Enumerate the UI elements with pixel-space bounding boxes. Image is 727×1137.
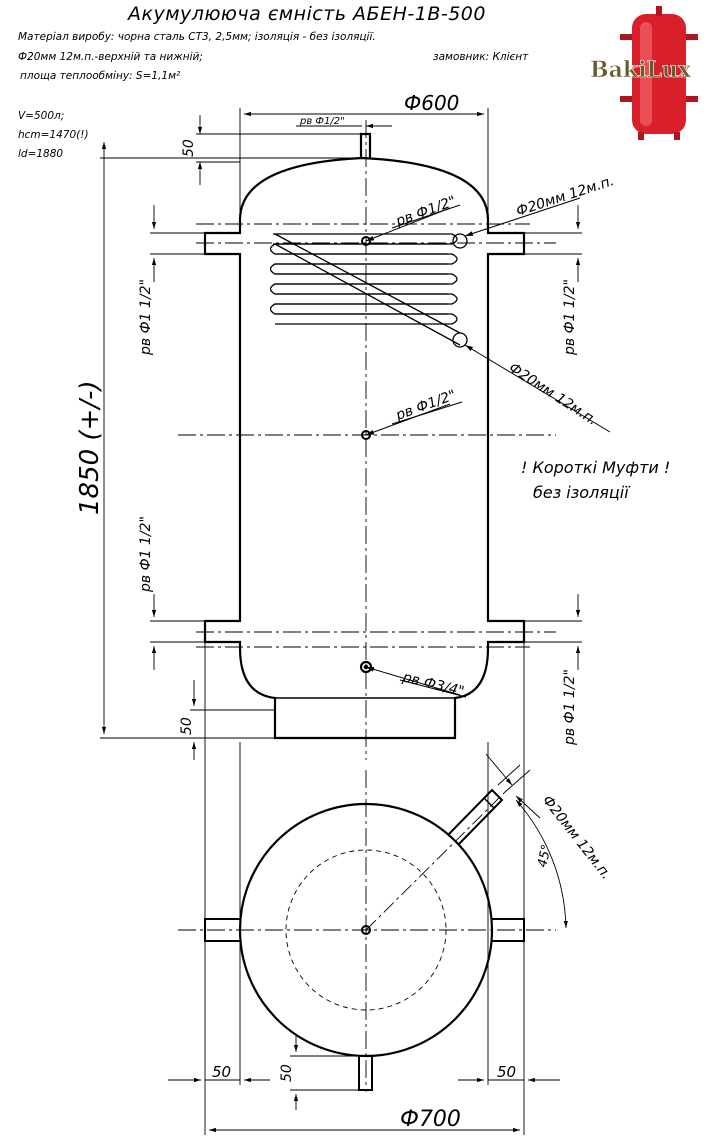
tank-plan-view <box>168 642 569 1135</box>
area-line: площа теплообміну: S=1,1м² <box>20 70 181 82</box>
plan-center-marker <box>361 925 371 935</box>
customer-line: замовник: Клієнт <box>433 51 529 63</box>
dim-base <box>190 680 275 760</box>
logo-text: BakiLux <box>590 57 692 83</box>
dim-right-nozzles <box>524 205 582 670</box>
label-left-upper: рв Ф1 1/2" <box>138 279 154 356</box>
label-left-lower: рв Ф1 1/2" <box>138 516 154 593</box>
plan-coil-circle <box>285 849 447 1011</box>
label-right-upper: рв Ф1 1/2" <box>562 279 578 356</box>
label-coil-inlet: рв Ф1/2" <box>393 193 458 230</box>
label-height: 1850 (+/-) <box>75 380 105 515</box>
ld-spec: ld=1880 <box>18 148 64 160</box>
leader-lines <box>365 197 611 698</box>
logo-top-pipe <box>656 6 662 16</box>
material-line: Матеріал виробу: чорна сталь СТ3, 2,5мм;… <box>18 31 376 43</box>
dim-left-nozzles <box>150 205 205 670</box>
heat-exchanger-coil <box>269 233 468 348</box>
logo-foot-right <box>674 132 680 140</box>
tank-elevation <box>100 108 611 1092</box>
label-right-offset: 50 <box>497 1063 516 1081</box>
dim-plan-bottom-nozzle <box>290 1035 358 1110</box>
note-short-couplings: ! Короткі Муфти ! <box>521 458 671 477</box>
label-angle: 45° <box>535 843 554 869</box>
angle-arc <box>515 799 569 929</box>
drawing-title: Акумулююча ємність АБЕН-1В-500 <box>128 3 486 25</box>
label-bottom-nozzle-dim: 50 <box>279 1064 295 1082</box>
dim-top-nozzle <box>196 115 360 185</box>
dim-body-diameter <box>239 108 489 220</box>
logo-nozzle-left-1 <box>620 34 632 40</box>
plan-angled-tube <box>447 788 504 846</box>
top-nozzle <box>359 132 372 158</box>
plan-bottom-nozzle <box>358 1056 373 1091</box>
label-left-offset: 50 <box>212 1063 231 1081</box>
dimension-labels: 1850 (+/-) Ф600 Ф700 50 50 50 50 50 45° … <box>75 91 616 1132</box>
label-right-lower: рв Ф1 1/2" <box>562 669 578 746</box>
plan-extension-lines <box>204 642 525 1135</box>
logo-nozzle-left-2 <box>620 96 632 102</box>
logo-nozzle-right-2 <box>686 96 698 102</box>
label-top-fitting: рв Ф1/2" <box>299 116 345 127</box>
volume-spec: V=500л; <box>18 110 65 122</box>
label-plan-tube: Ф20мм 12м.п. <box>539 793 614 883</box>
note-no-insulation: без ізоляції <box>533 483 629 502</box>
dim-height <box>100 142 360 739</box>
logo-tank-highlight <box>640 22 652 126</box>
logo-nozzle-right-1 <box>686 34 698 40</box>
label-body-diameter: Ф600 <box>404 91 459 115</box>
bakilux-logo: BakiLux <box>590 6 698 140</box>
label-coil-tube-top: Ф20мм 12м.п. <box>514 173 616 220</box>
label-base-dim: 50 <box>179 717 195 735</box>
label-total-diameter: Ф700 <box>400 1107 461 1132</box>
label-coil-tube-bottom: Ф20мм 12м.п. <box>506 360 600 429</box>
label-bottom-fitting: рв Ф3/4" <box>400 669 466 700</box>
label-middle-fitting: рв Ф1/2" <box>393 387 458 424</box>
logo-foot-left <box>638 132 644 140</box>
coil-line: Ф20мм 12м.п.-верхній та нижній; <box>18 51 203 63</box>
center-lines <box>178 120 556 1092</box>
label-top-nozzle-dim: 50 <box>181 139 197 157</box>
hcm-spec: hcm=1470(!) <box>18 129 89 141</box>
